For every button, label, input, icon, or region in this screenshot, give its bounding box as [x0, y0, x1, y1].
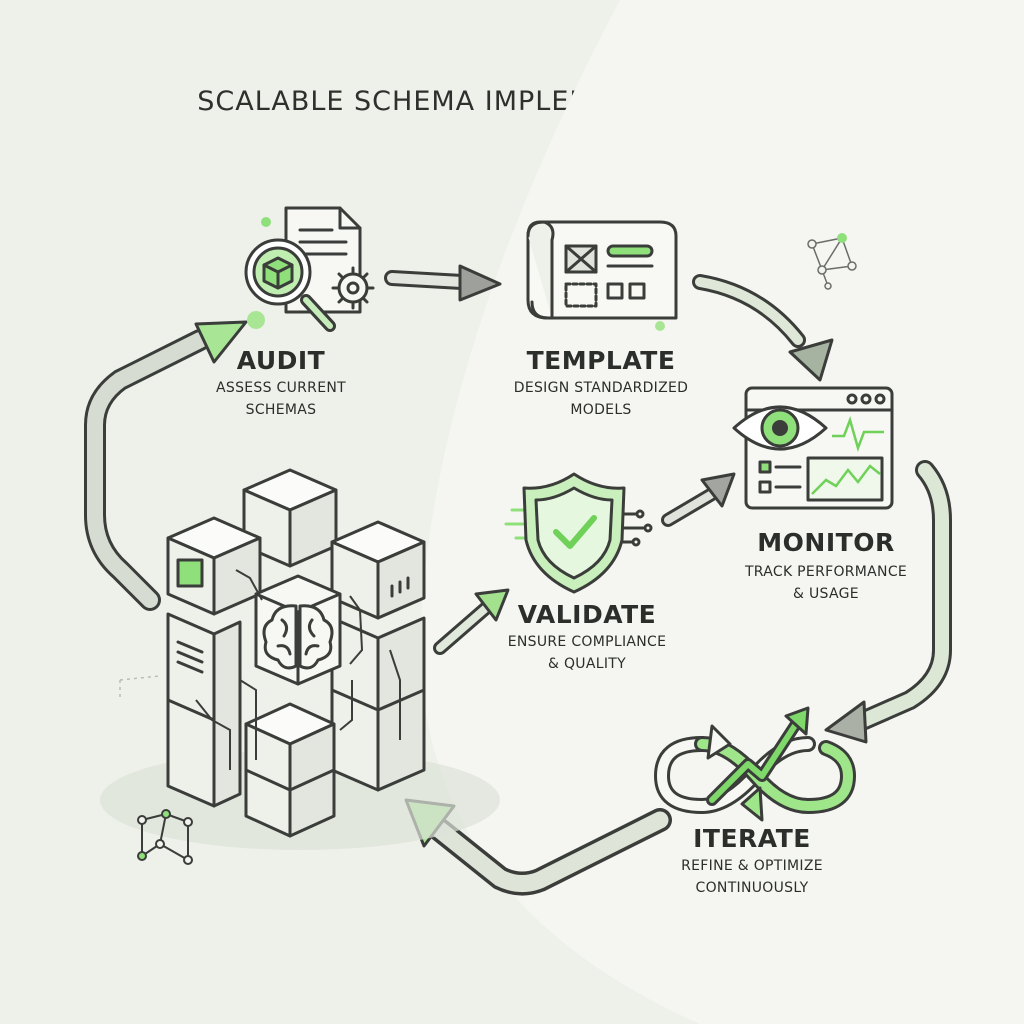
arrow-hub-to-validate	[433, 588, 510, 655]
step-validate-description: ENSURE COMPLIANCE & QUALITY	[507, 634, 667, 672]
network-node-icon	[807, 233, 857, 290]
step-audit: AUDIT ASSESS CURRENT SCHEMAS	[186, 346, 376, 421]
step-monitor: MONITOR TRACK PERFORMANCE & USAGE	[716, 528, 936, 605]
arrow-hub-to-audit	[84, 320, 248, 611]
step-template-title: TEMPLATE	[526, 346, 676, 375]
infinity-arrow-icon	[653, 706, 857, 822]
hub-cube-right	[330, 520, 426, 620]
step-template: TEMPLATE DESIGN STANDARDIZED MODELS	[486, 346, 716, 421]
hub-cube-left	[166, 516, 262, 616]
step-iterate-title: ITERATE	[693, 824, 811, 853]
blueprint-icon	[526, 220, 678, 331]
arrow-audit-to-template	[384, 264, 502, 302]
step-monitor-description: TRACK PERFORMANCE & USAGE	[744, 564, 908, 602]
step-monitor-title: MONITOR	[757, 528, 895, 557]
magnifier-document-gear-icon	[244, 206, 375, 332]
brain-cube-cluster-icon	[100, 468, 500, 850]
hub-cube-right-lower	[330, 616, 426, 792]
eye-dashboard-icon	[732, 386, 894, 510]
network-node-icon	[137, 809, 193, 865]
step-audit-description: ASSESS CURRENT SCHEMAS	[216, 380, 346, 418]
step-validate-title: VALIDATE	[517, 600, 657, 629]
step-iterate-description: REFINE & OPTIMIZE CONTINUOUSLY	[681, 858, 823, 896]
step-validate: VALIDATE ENSURE COMPLIANCE & QUALITY	[476, 600, 698, 675]
hub-cube-bottom	[244, 702, 336, 838]
step-audit-title: AUDIT	[236, 346, 326, 375]
shield-check-icon	[504, 472, 653, 594]
dashed-guide	[119, 675, 161, 681]
brain-icon	[262, 604, 334, 670]
step-iterate: ITERATE REFINE & OPTIMIZE CONTINUOUSLY	[642, 824, 862, 899]
hub-cube-left-lower	[166, 612, 242, 808]
arrow-monitor-to-iterate	[824, 460, 952, 744]
arrow-template-to-monitor	[692, 274, 834, 382]
step-template-description: DESIGN STANDARDIZED MODELS	[513, 380, 689, 418]
arrow-validate-to-monitor	[661, 472, 736, 527]
